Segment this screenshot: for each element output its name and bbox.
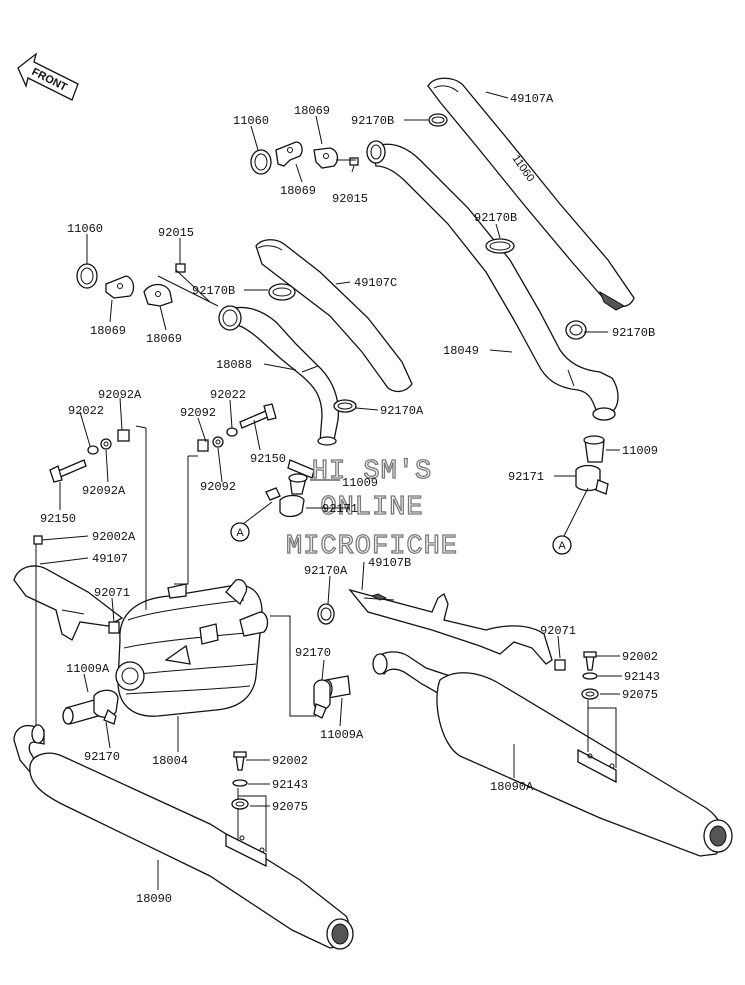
part-label: 92170B — [474, 211, 517, 225]
part-label: 92022 — [210, 388, 246, 402]
part-label: 92150 — [250, 452, 286, 466]
ref-mark-label: A — [558, 540, 566, 552]
part-label: 92075 — [622, 688, 658, 702]
part-label: 92002 — [272, 754, 308, 768]
part-label: 92092A — [98, 388, 142, 402]
part-label: 49107C — [354, 276, 397, 290]
lower-left-hardware — [231, 751, 249, 810]
part-label: 18090 — [136, 892, 172, 906]
part-label: 92170B — [612, 326, 655, 340]
part-label: 18069 — [146, 332, 182, 346]
part-label: 11009A — [66, 662, 110, 676]
muffler-hardware — [49, 403, 316, 717]
watermark: HI SM'S ONLINE MICROFICHE — [285, 456, 458, 562]
upper-left-hardware — [76, 263, 357, 413]
part-label: 92170B — [192, 284, 235, 298]
front-arrow: FRONT — [17, 52, 79, 101]
left-lower-pipe — [13, 689, 119, 773]
part-label: 92170A — [380, 404, 424, 418]
part-label: 11009A — [320, 728, 364, 742]
part-label: 92092 — [180, 406, 216, 420]
part-label: 49107B — [368, 556, 411, 570]
part-label: 92143 — [624, 670, 660, 684]
part-label: 92022 — [68, 404, 104, 418]
upper-right-pipe — [366, 140, 619, 421]
part-label: 92170B — [351, 114, 394, 128]
part-label: 92171 — [508, 470, 544, 484]
part-label: 11009 — [622, 444, 658, 458]
part-label: 18004 — [152, 754, 188, 768]
middle-heat-shield — [255, 239, 413, 393]
part-label: 92002 — [622, 650, 658, 664]
part-label: 92071 — [94, 586, 130, 600]
part-label: 92092 — [200, 480, 236, 494]
part-label: 18090A — [490, 780, 534, 794]
part-label: 18088 — [216, 358, 252, 372]
part-label: 92171 — [322, 502, 358, 516]
right-pipe-18090a — [313, 603, 733, 857]
part-label: 18069 — [90, 324, 126, 338]
part-label: 49107A — [510, 92, 554, 106]
lower-right-hardware — [581, 651, 599, 700]
leader-lines — [39, 91, 622, 890]
watermark-line-1: HI SM'S — [312, 457, 432, 487]
right-heat-shield — [348, 588, 566, 671]
part-label: 11060 — [233, 114, 269, 128]
part-label: 92071 — [540, 624, 576, 638]
upper-right-hardware — [250, 113, 609, 495]
part-label: 92170 — [295, 646, 331, 660]
part-label: 11009 — [342, 476, 378, 490]
watermark-line-3: MICROFICHE — [286, 532, 458, 562]
part-label: 18069 — [280, 184, 316, 198]
ref-mark-a-upper: A — [230, 501, 273, 542]
part-label: 49107 — [92, 552, 128, 566]
muffler-18090 — [29, 752, 354, 950]
part-label: 92170A — [304, 564, 348, 578]
middle-pipe — [218, 305, 340, 518]
part-label: 92015 — [158, 226, 194, 240]
part-label: 92170 — [84, 750, 120, 764]
ref-mark-a-right: A — [552, 487, 589, 555]
part-label: 92002A — [92, 530, 136, 544]
part-label: 92075 — [272, 800, 308, 814]
ref-mark-label: A — [236, 527, 244, 539]
part-label: 92150 — [40, 512, 76, 526]
part-label: 18049 — [443, 344, 479, 358]
part-label: 92092A — [82, 484, 126, 498]
part-label: 92143 — [272, 778, 308, 792]
upper-right-heat-shield: 11060 — [427, 77, 635, 311]
part-label: 11060 — [67, 222, 103, 236]
part-labels: 49107A 11060 18069 92170B 18069 92015 92… — [40, 92, 660, 906]
muffler-chamber — [115, 579, 269, 717]
part-label: 92015 — [332, 192, 368, 206]
part-label: 18069 — [294, 104, 330, 118]
